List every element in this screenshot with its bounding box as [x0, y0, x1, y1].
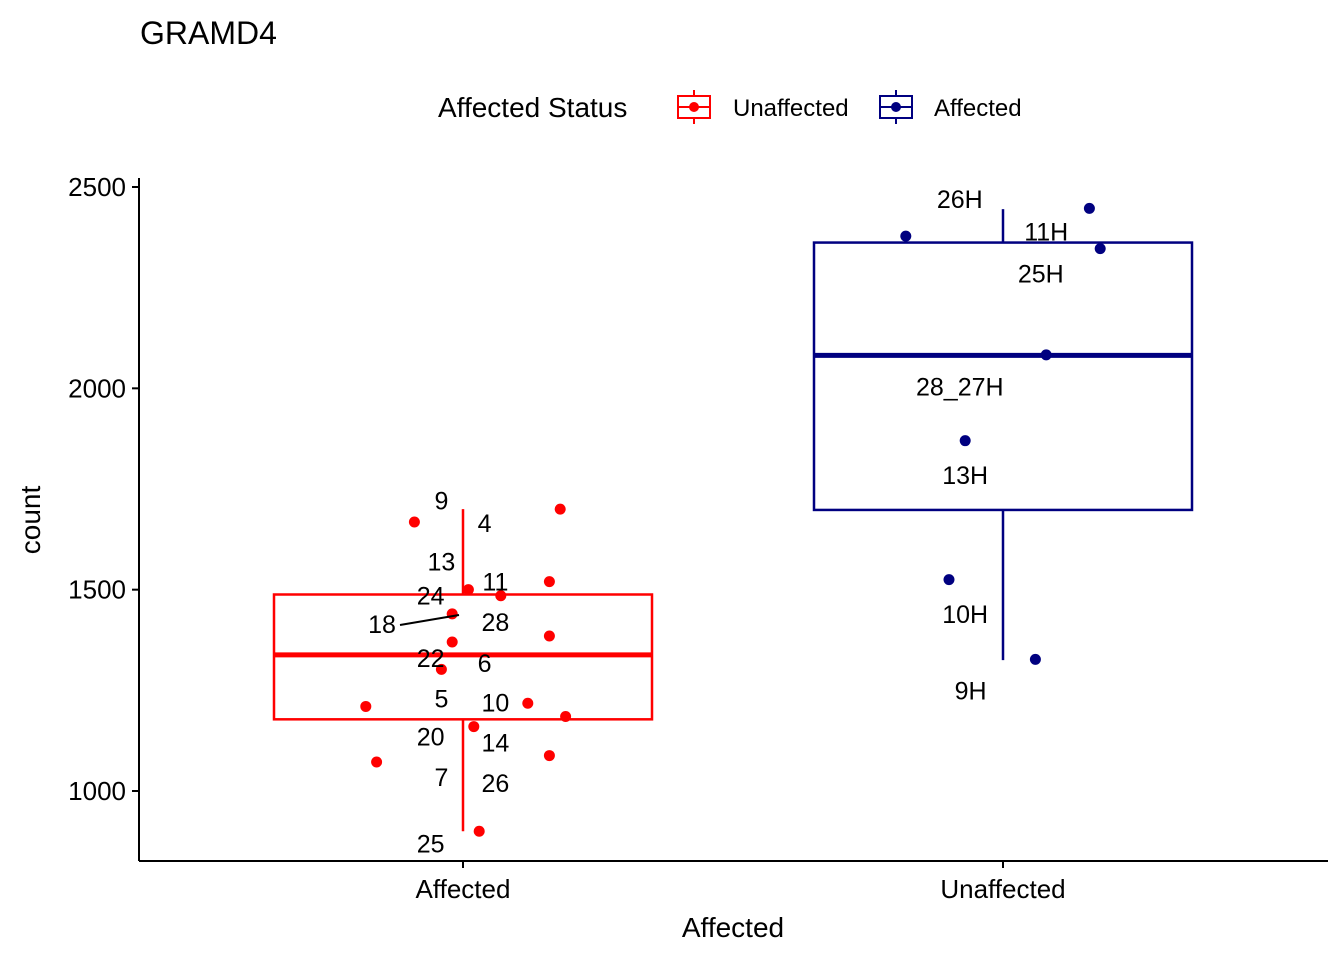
- point-label: 10: [481, 689, 509, 717]
- legend-title: Affected Status: [438, 92, 627, 123]
- point-label: 9: [434, 487, 448, 515]
- point-label: 26H: [937, 186, 983, 214]
- data-point: [435, 663, 447, 675]
- point-label: 11H: [1024, 218, 1068, 246]
- data-point: [1029, 653, 1041, 665]
- point-label: 13: [427, 548, 455, 576]
- point-label: 9H: [955, 677, 987, 705]
- box-iqr: [812, 241, 1194, 512]
- y-tick-label: 1000: [68, 776, 126, 806]
- x-tick-label: Affected: [416, 874, 511, 904]
- point-label: 6: [478, 650, 492, 678]
- y-tick-label: 2000: [68, 373, 126, 403]
- point-label: 5: [434, 685, 448, 713]
- label-connector: [399, 614, 460, 626]
- legend: Affected Status Unaffected Affected: [438, 90, 1022, 124]
- data-point: [1083, 202, 1095, 214]
- data-point: [462, 584, 474, 596]
- data-point: [408, 516, 420, 528]
- point-label: 28_27H: [916, 373, 1004, 401]
- point-label: 25H: [1018, 261, 1064, 289]
- data-point: [468, 721, 480, 733]
- legend-key-affected: [879, 90, 913, 124]
- x-axis-title: Affected: [682, 912, 784, 943]
- point-label: 22: [417, 645, 445, 673]
- y-tick-label: 1500: [68, 575, 126, 605]
- boxes: [272, 209, 1194, 832]
- data-point: [900, 230, 912, 242]
- axes: [138, 178, 1328, 862]
- legend-label-unaffected: Unaffected: [733, 95, 849, 122]
- chart-title: GRAMD4: [140, 15, 277, 51]
- points: [360, 202, 1106, 837]
- point-label: 26: [481, 770, 509, 798]
- data-point: [959, 435, 971, 447]
- legend-label-affected: Affected: [934, 95, 1022, 122]
- data-point: [1040, 349, 1052, 361]
- data-point: [560, 711, 572, 723]
- point-label: 25: [417, 830, 445, 858]
- data-point: [543, 630, 555, 642]
- data-point: [473, 825, 485, 837]
- point-label: 7: [434, 764, 448, 792]
- y-axis-title: count: [15, 486, 46, 555]
- point-label: 28: [481, 609, 509, 637]
- data-point: [446, 636, 458, 648]
- point-label: 10H: [942, 601, 988, 629]
- point-label: 24: [417, 583, 445, 611]
- x-ticks: Affected Unaffected: [416, 861, 1066, 904]
- point-label: 4: [478, 510, 492, 538]
- y-tick-label: 2500: [68, 172, 126, 202]
- x-tick-label: Unaffected: [940, 874, 1065, 904]
- data-point: [543, 750, 555, 762]
- data-point: [495, 590, 507, 602]
- point-label: 18: [368, 611, 396, 639]
- data-point: [1094, 243, 1106, 255]
- data-point: [522, 697, 534, 709]
- data-point: [360, 700, 372, 712]
- point-label: 11: [482, 569, 508, 597]
- point-labels: 9 4 13 11 24 18 28 22 6 10 5 14 20 26 7 25 26H 11H 25H 28_2…: [368, 186, 1068, 858]
- data-point: [554, 503, 566, 515]
- data-point: [543, 576, 555, 588]
- data-point: [943, 574, 955, 586]
- data-point: [371, 756, 383, 768]
- point-label: 13H: [942, 462, 988, 490]
- point-label: 14: [481, 730, 509, 758]
- point-label: 20: [417, 724, 445, 752]
- legend-key-unaffected: [677, 90, 711, 124]
- y-ticks: 1000 1500 2000 2500: [68, 172, 139, 806]
